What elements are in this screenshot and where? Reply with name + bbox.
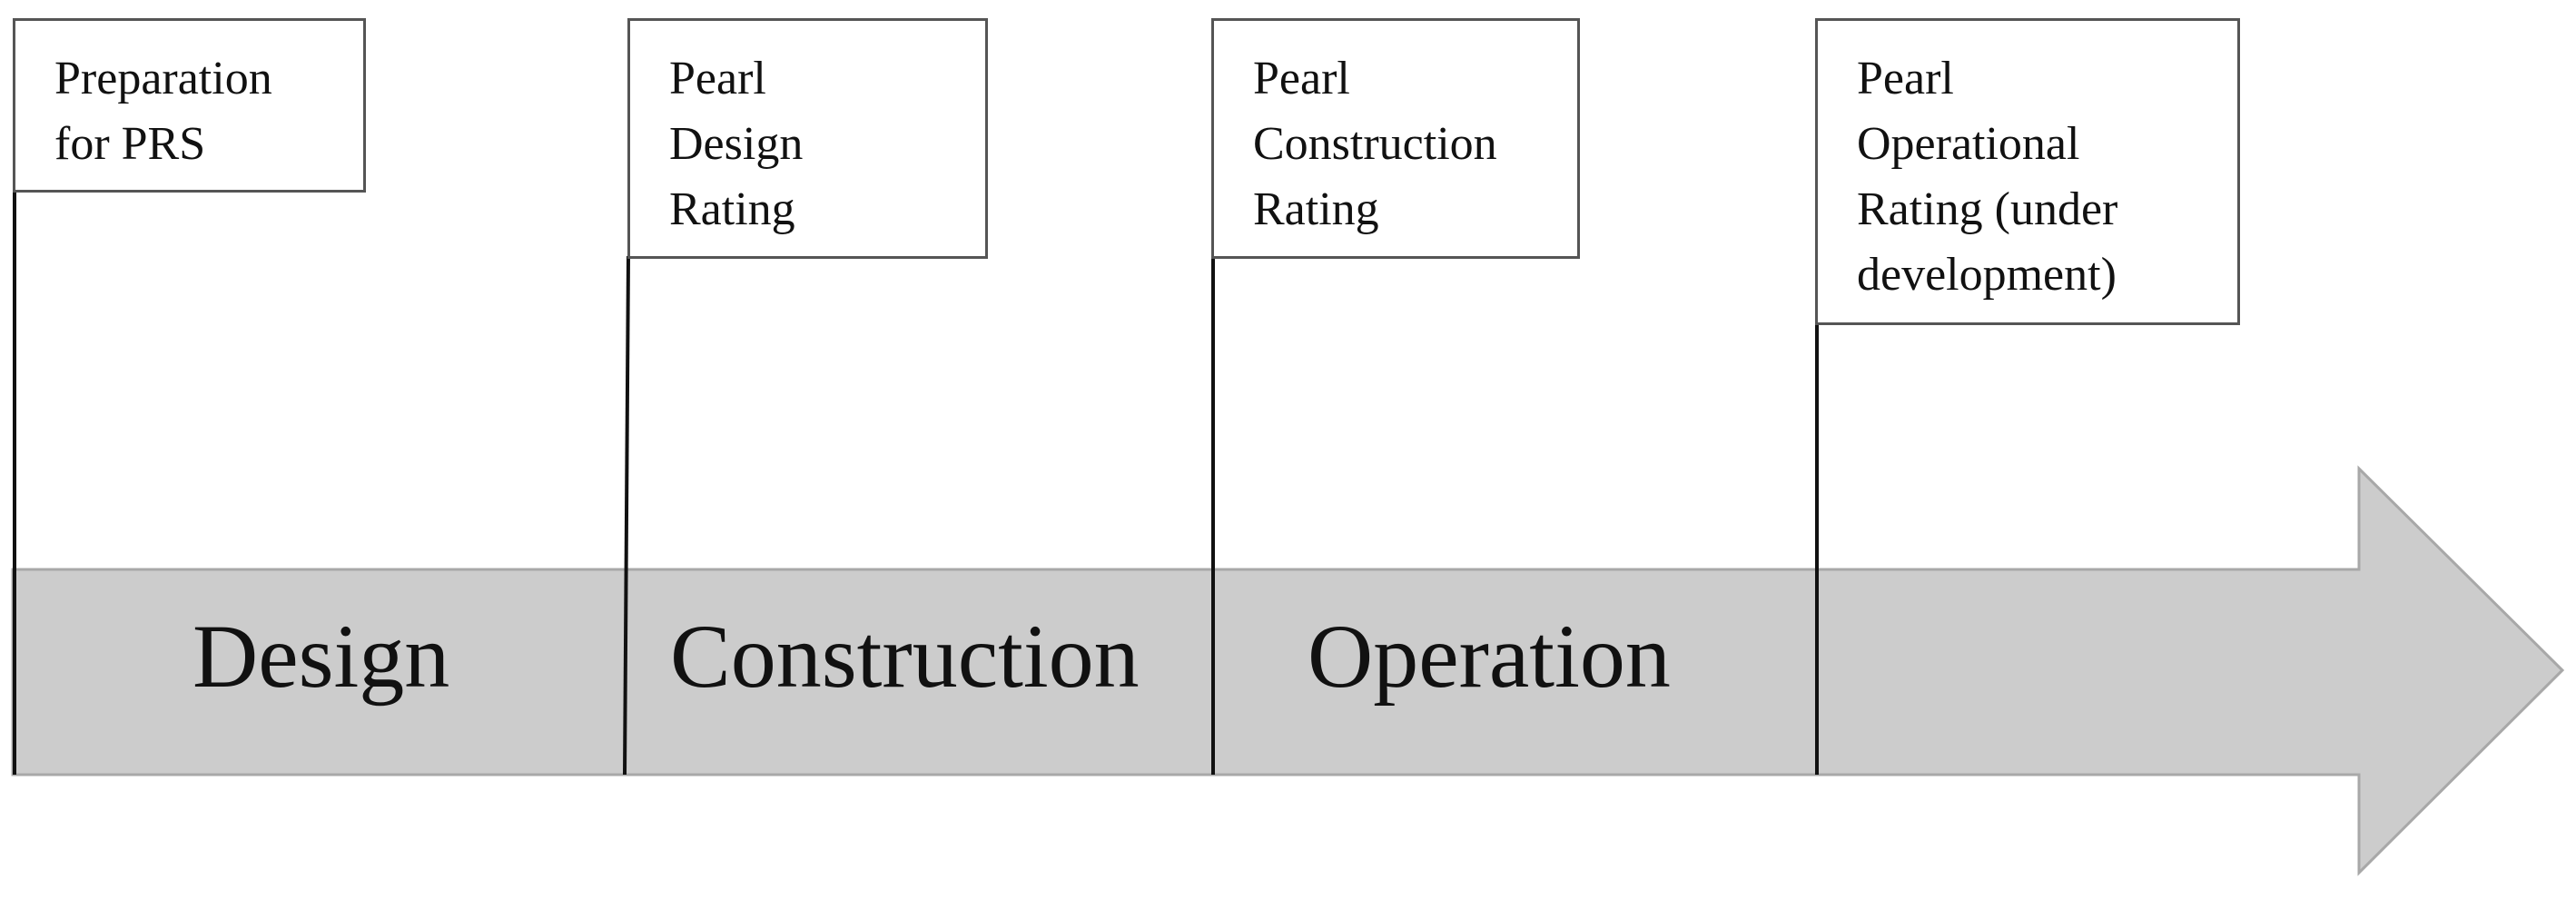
milestone-box-design-rating: Pearl Design Rating [627, 18, 988, 259]
milestone-pole-2 [623, 255, 630, 776]
phase-label-design: Design [192, 606, 450, 707]
milestone-box-operational-rating: Pearl Operational Rating (under developm… [1815, 18, 2240, 325]
milestone-label-line: Pearl [669, 53, 766, 104]
milestone-label-line: for PRS [54, 118, 206, 170]
milestone-label-line: Pearl [1253, 53, 1350, 104]
milestone-label-line: Rating [1253, 183, 1379, 235]
milestone-box-construction-rating: Pearl Construction Rating [1211, 18, 1580, 259]
milestone-label-line: Construction [1253, 118, 1497, 170]
milestone-label-line: Rating [669, 183, 795, 235]
milestone-box-preparation: Preparation for PRS [13, 18, 366, 193]
milestone-label-line: Preparation [54, 53, 272, 104]
milestone-label-line: development) [1857, 249, 2117, 301]
milestone-label-line: Rating (under [1857, 183, 2118, 235]
milestone-label-line: Pearl [1857, 53, 1954, 104]
milestone-label-line: Operational [1857, 118, 2080, 170]
timeline-arrow [11, 465, 2565, 876]
phase-label-construction: Construction [670, 606, 1140, 707]
phase-label-operation: Operation [1308, 606, 1671, 707]
milestone-label-line: Design [669, 118, 804, 170]
